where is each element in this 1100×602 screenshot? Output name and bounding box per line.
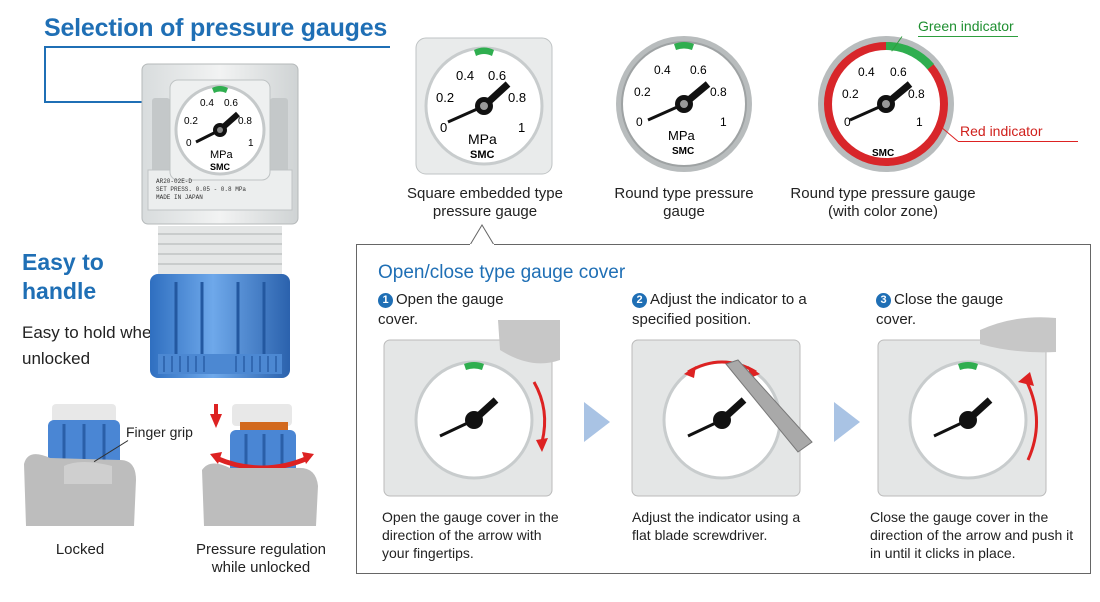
green-indicator-line bbox=[918, 36, 1018, 37]
svg-text:MPa: MPa bbox=[468, 131, 497, 147]
round-gauge-image: 0 0.2 0.4 0.6 0.8 1 MPa SMC bbox=[616, 36, 752, 172]
svg-text:SMC: SMC bbox=[210, 162, 231, 172]
svg-text:MPa: MPa bbox=[668, 128, 696, 143]
svg-text:0.2: 0.2 bbox=[184, 116, 198, 127]
red-indicator-label: Red indicator bbox=[960, 123, 1043, 139]
svg-text:0.6: 0.6 bbox=[224, 98, 238, 109]
step-1-image bbox=[383, 320, 560, 497]
svg-text:0.4: 0.4 bbox=[200, 98, 214, 109]
regulator-nameplate: AR20-02E-D SET PRESS. 0.05 - 0.8 MPa MAD… bbox=[156, 178, 286, 202]
svg-text:0.4: 0.4 bbox=[654, 63, 671, 77]
svg-text:0.8: 0.8 bbox=[238, 116, 252, 127]
svg-text:SMC: SMC bbox=[672, 146, 694, 157]
svg-text:1: 1 bbox=[720, 115, 727, 129]
step-3-description: Close the gauge cover in the direction o… bbox=[870, 509, 1074, 561]
svg-text:0.2: 0.2 bbox=[634, 85, 651, 99]
svg-text:0.2: 0.2 bbox=[436, 90, 454, 105]
svg-text:0.6: 0.6 bbox=[690, 63, 707, 77]
step-number: 1 bbox=[378, 293, 393, 308]
easy-description: Easy to hold when unlocked bbox=[22, 323, 161, 368]
svg-text:0.8: 0.8 bbox=[908, 87, 925, 101]
unlocked-knob-image bbox=[202, 404, 318, 526]
svg-text:0: 0 bbox=[440, 120, 447, 135]
step-number: 3 bbox=[876, 293, 891, 308]
svg-text:1: 1 bbox=[916, 115, 923, 129]
step-1-description: Open the gauge cover in the direction of… bbox=[382, 509, 559, 561]
locked-label: Locked bbox=[55, 541, 105, 558]
title-underline bbox=[44, 46, 390, 48]
square-gauge-caption: Square embedded type pressure gauge bbox=[407, 185, 563, 220]
svg-text:0: 0 bbox=[636, 115, 643, 129]
plate-line: SET PRESS. 0.05 - 0.8 MPa bbox=[156, 186, 247, 193]
step-heading-text: Open the gauge cover. bbox=[378, 291, 504, 328]
svg-text:SMC: SMC bbox=[872, 148, 894, 159]
step-2-image bbox=[631, 339, 813, 497]
leader-line bbox=[44, 46, 46, 103]
step-number: 2 bbox=[632, 293, 647, 308]
svg-text:0: 0 bbox=[844, 115, 851, 129]
svg-text:0.4: 0.4 bbox=[858, 65, 875, 79]
svg-text:SMC: SMC bbox=[470, 149, 495, 161]
section-title-easy: Easy to handle bbox=[22, 249, 104, 304]
svg-text:1: 1 bbox=[518, 120, 525, 135]
step-heading-text: Adjust the indicator to a specified posi… bbox=[632, 291, 807, 328]
svg-text:0.6: 0.6 bbox=[890, 65, 907, 79]
panel-title: Open/close type gauge cover bbox=[378, 262, 626, 283]
svg-text:0.2: 0.2 bbox=[842, 87, 859, 101]
plate-line: AR20-02E-D bbox=[156, 178, 193, 185]
color-zone-gauge-image: 0 0.2 0.4 0.6 0.8 1 SMC bbox=[818, 36, 954, 172]
color-zone-gauge-caption: Round type pressure gauge (with color zo… bbox=[790, 185, 976, 220]
step-2-description: Adjust the indicator using a flat blade … bbox=[632, 509, 801, 543]
step-heading-text: Close the gauge cover. bbox=[876, 291, 1004, 328]
svg-text:0.6: 0.6 bbox=[488, 68, 506, 83]
locked-knob-image bbox=[24, 404, 136, 526]
red-indicator-line bbox=[958, 141, 1078, 142]
step-arrow-icon bbox=[834, 402, 860, 442]
regulator-gauge: 0 0.2 0.4 0.6 0.8 1 MPa SMC bbox=[169, 79, 271, 181]
green-indicator-label: Green indicator bbox=[918, 18, 1014, 34]
finger-grip-label: Finger grip bbox=[126, 424, 193, 440]
svg-text:0.8: 0.8 bbox=[508, 90, 526, 105]
section-title-selection: Selection of pressure gauges bbox=[44, 14, 388, 42]
svg-text:1: 1 bbox=[248, 138, 254, 149]
step-3-image bbox=[877, 317, 1056, 497]
svg-text:0.4: 0.4 bbox=[456, 68, 474, 83]
svg-text:0.8: 0.8 bbox=[710, 85, 727, 99]
square-gauge-image: 0 0.2 0.4 0.6 0.8 1 MPa SMC bbox=[415, 37, 553, 175]
leader-line bbox=[44, 101, 174, 103]
svg-text:0: 0 bbox=[186, 138, 192, 149]
svg-text:MPa: MPa bbox=[210, 149, 234, 161]
pressure-regulation-label: Pressure regulation while unlocked bbox=[195, 541, 327, 576]
panel-pointer bbox=[470, 224, 494, 246]
round-gauge-caption: Round type pressure gauge bbox=[614, 185, 754, 220]
step-arrow-icon bbox=[584, 402, 610, 442]
plate-line: MADE IN JAPAN bbox=[156, 194, 203, 201]
